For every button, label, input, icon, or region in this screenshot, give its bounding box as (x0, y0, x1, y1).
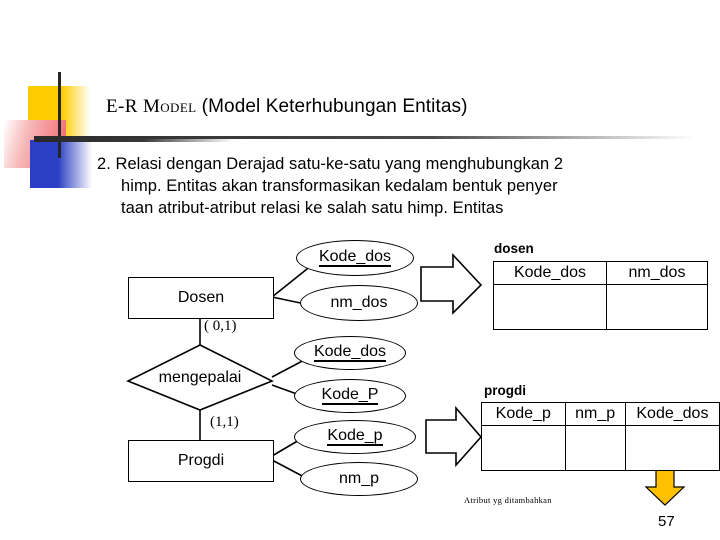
attribute-label: Kode_dos (313, 343, 387, 363)
title-underline-rule (34, 136, 694, 139)
column-header-nm-p: nm_p (564, 402, 626, 426)
body-paragraph: 2. Relasi dengan Derajad satu-ke-satu ya… (97, 153, 697, 219)
page-number: 57 (658, 513, 675, 530)
attribute-kode-p-progdi[interactable]: Kode_p (294, 420, 416, 454)
cardinality-dosen: ( 0,1) (204, 318, 237, 334)
attribute-label: Kode_P (321, 386, 379, 406)
entity-dosen[interactable]: Dosen (128, 277, 274, 319)
title-serif-part: E-R Model (106, 96, 202, 117)
cell-nm-dos[interactable] (606, 284, 708, 330)
dosen-table-name: dosen (494, 241, 534, 256)
decorative-logo-block (0, 58, 234, 188)
attribute-kode-dos-dosen[interactable]: Kode_dos (296, 240, 414, 276)
attribute-nm-p[interactable]: nm_p (300, 462, 418, 496)
cell-kode-p[interactable] (481, 425, 566, 471)
body-line-1: 2. Relasi dengan Derajad satu-ke-satu ya… (97, 155, 564, 173)
column-header-kode-dos: Kode_dos (493, 261, 607, 285)
entity-dosen-label: Dosen (177, 289, 225, 306)
relationship-mengepalai-label: mengepalai (158, 368, 242, 386)
page-title: E-R Model (Model Keterhubungan Entitas) (106, 96, 468, 118)
vertical-rule (58, 72, 61, 158)
column-header-kode-dos: Kode_dos (624, 402, 720, 426)
table-header-row: Kode_p nm_p Kode_dos (481, 402, 720, 426)
attribute-label: Kode_dos (318, 248, 392, 268)
cell-kode-dos[interactable] (493, 284, 607, 330)
dosen-table[interactable]: Kode_dos nm_dos (493, 261, 708, 330)
attribute-label: nm_dos (330, 294, 388, 311)
cell-nm-p[interactable] (564, 425, 626, 471)
progdi-table-name: progdi (484, 383, 526, 398)
relationship-mengepalai[interactable]: mengepalai (128, 345, 272, 410)
attribute-nm-dos[interactable]: nm_dos (300, 285, 418, 321)
attribute-label: nm_p (338, 470, 380, 487)
cell-kode-dos[interactable] (624, 425, 720, 471)
column-header-nm-dos: nm_dos (606, 261, 708, 285)
table-header-row: Kode_dos nm_dos (493, 261, 708, 285)
cardinality-progdi: (1,1) (210, 414, 239, 430)
entity-progdi-label: Progdi (177, 452, 225, 469)
column-header-kode-p: Kode_p (481, 402, 566, 426)
annotation-note: Atribut yg ditambahkan (464, 495, 552, 505)
progdi-table[interactable]: Kode_p nm_p Kode_dos (481, 402, 720, 471)
entity-progdi[interactable]: Progdi (128, 440, 274, 482)
body-line-3: taan atribut-atribut relasi ke salah sat… (121, 199, 504, 217)
table-row[interactable] (493, 284, 708, 330)
attribute-label: Kode_p (327, 427, 383, 447)
table-row[interactable] (481, 425, 720, 471)
attribute-kode-dos-relation[interactable]: Kode_dos (294, 336, 406, 370)
blue-square-shape (30, 140, 92, 188)
horizontal-rule-short (34, 139, 234, 142)
body-line-2: himp. Entitas akan transformasikan kedal… (121, 177, 558, 195)
attribute-kode-p-relation[interactable]: Kode_P (294, 379, 406, 413)
title-sans-part: (Model Keterhubungan Entitas) (201, 96, 468, 117)
